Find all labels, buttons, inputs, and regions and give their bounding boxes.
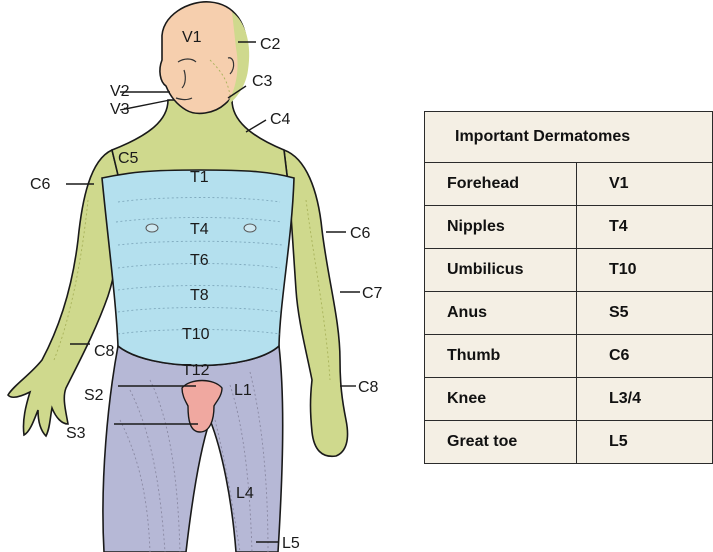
label-t4: T4 xyxy=(190,221,209,238)
label-s3: S3 xyxy=(66,425,86,442)
label-c2: C2 xyxy=(260,36,281,53)
label-v2: V2 xyxy=(110,83,130,100)
level-cell: C6 xyxy=(577,335,713,378)
label-c8-right: C8 xyxy=(358,379,379,396)
left-nipple xyxy=(146,224,158,232)
label-c6-right: C6 xyxy=(350,225,371,242)
table-row: Knee L3/4 xyxy=(425,378,713,421)
level-cell: L5 xyxy=(577,421,713,464)
label-l1: L1 xyxy=(234,382,252,399)
level-cell: S5 xyxy=(577,292,713,335)
label-c6-left: C6 xyxy=(30,176,51,193)
region-cell: Forehead xyxy=(425,163,577,206)
label-l5: L5 xyxy=(282,535,300,552)
label-t1: T1 xyxy=(190,169,209,186)
region-cell: Great toe xyxy=(425,421,577,464)
label-t6: T6 xyxy=(190,252,209,269)
label-c4: C4 xyxy=(270,111,291,128)
table-row: Forehead V1 xyxy=(425,163,713,206)
region-cell: Thumb xyxy=(425,335,577,378)
label-s2: S2 xyxy=(84,387,104,404)
label-c3: C3 xyxy=(252,73,273,90)
region-cell: Anus xyxy=(425,292,577,335)
table-title: Important Dermatomes xyxy=(425,112,713,163)
level-cell: L3/4 xyxy=(577,378,713,421)
table-row: Great toe L5 xyxy=(425,421,713,464)
label-t12: T12 xyxy=(182,362,210,379)
label-t10: T10 xyxy=(182,326,210,343)
label-c5: C5 xyxy=(118,150,139,167)
label-c8-left: C8 xyxy=(94,343,115,360)
label-l4: L4 xyxy=(236,485,254,502)
region-cell: Nipples xyxy=(425,206,577,249)
label-v1: V1 xyxy=(182,29,202,46)
table-row: Nipples T4 xyxy=(425,206,713,249)
level-cell: T10 xyxy=(577,249,713,292)
right-nipple xyxy=(244,224,256,232)
table-header-row: Important Dermatomes xyxy=(425,112,713,163)
label-t8: T8 xyxy=(190,287,209,304)
table-row: Umbilicus T10 xyxy=(425,249,713,292)
label-c7: C7 xyxy=(362,285,383,302)
table-row: Anus S5 xyxy=(425,292,713,335)
level-cell: V1 xyxy=(577,163,713,206)
region-cell: Umbilicus xyxy=(425,249,577,292)
table-row: Thumb C6 xyxy=(425,335,713,378)
region-cell: Knee xyxy=(425,378,577,421)
label-v3: V3 xyxy=(110,101,130,118)
important-dermatomes-table: Important Dermatomes Forehead V1 Nipples… xyxy=(424,111,713,464)
level-cell: T4 xyxy=(577,206,713,249)
